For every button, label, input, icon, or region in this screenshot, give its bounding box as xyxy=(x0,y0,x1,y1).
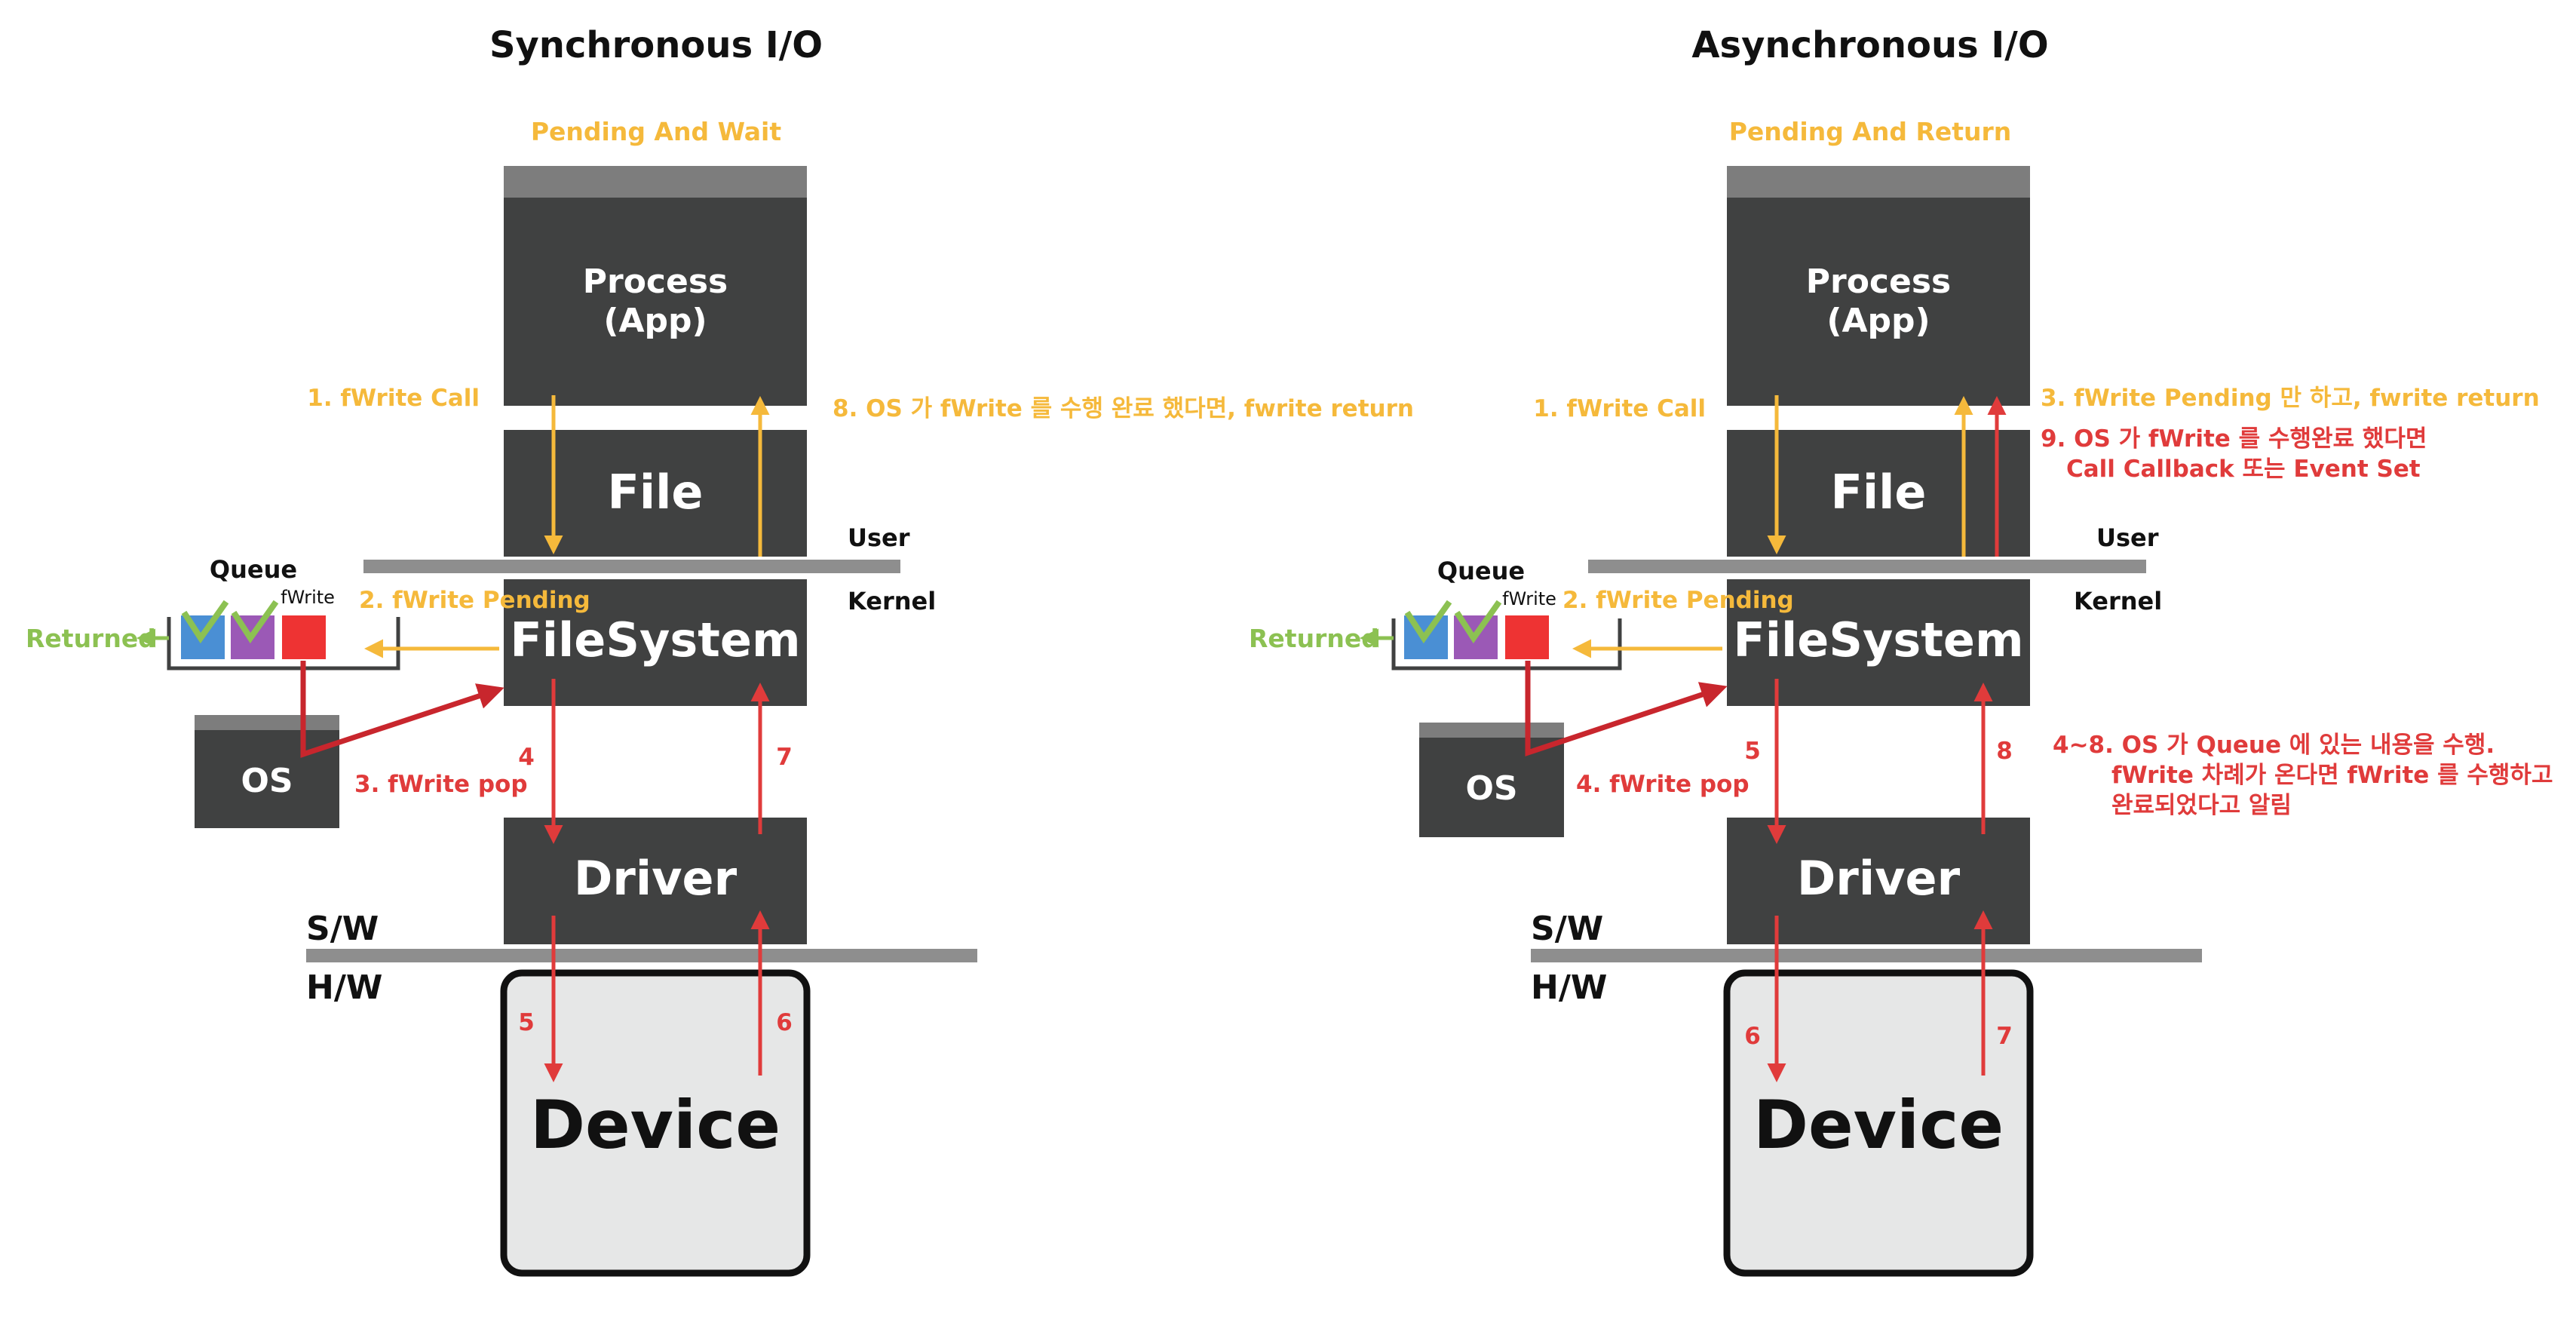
async-step9-line1: 9. OS 가 fWrite 를 수행완료 했다면 xyxy=(2041,425,2427,453)
async-mode-label: Pending And Return xyxy=(1729,117,2012,146)
sync-file-label: File xyxy=(608,465,704,520)
async-arrow-pop xyxy=(1525,661,1728,756)
sync-os-label: OS xyxy=(241,762,293,800)
async-step3-label: 3. fWrite Pending 만 하고, fwrite return xyxy=(2041,385,2540,412)
async-num-dev-down: 6 xyxy=(1744,1023,1761,1050)
sync-num-dev-up: 6 xyxy=(776,1009,793,1036)
async-user-label: User xyxy=(2096,523,2159,552)
async-process-sublabel: (App) xyxy=(1826,302,1930,340)
async-device-label: Device xyxy=(1753,1086,2004,1164)
sync-queue: Queue fWrite xyxy=(167,555,400,671)
async-fwrite-queue-label: fWrite xyxy=(1502,588,1556,609)
async-kernel-label: Kernel xyxy=(2074,587,2162,615)
async-sw-label: S/W xyxy=(1531,910,1603,948)
async-step48-line3: 완료되었다고 알림 xyxy=(2111,792,2292,819)
async-os-label: OS xyxy=(1465,769,1517,808)
async-step2-label: 2. fWrite Pending xyxy=(1562,587,1794,614)
async-user-kernel-bar xyxy=(1588,560,2146,573)
async-os-box: OS xyxy=(1419,723,1564,837)
async-queue-item-red xyxy=(1505,615,1549,659)
async-sw-hw-bar xyxy=(1531,949,2202,962)
async-device-box: Device xyxy=(1723,969,2034,1277)
sync-os-box: OS xyxy=(195,715,339,828)
async-title: Asynchronous I/O xyxy=(1691,24,2048,66)
async-driver-label: Driver xyxy=(1797,851,1961,906)
async-process-label: Process xyxy=(1806,262,1951,301)
check-icon xyxy=(181,600,229,644)
async-num-fs-down: 5 xyxy=(1744,738,1761,765)
async-step48-line2: fWrite 차례가 온다면 fWrite 를 수행하고 xyxy=(2111,762,2553,789)
async-num-fs-up: 8 xyxy=(1996,738,2013,765)
sync-num-fs-down: 4 xyxy=(518,744,535,771)
async-filesystem-label: FileSystem xyxy=(1733,612,2023,667)
sync-panel: Synchronous I/O Pending And Wait Process… xyxy=(26,24,1414,1277)
async-step9-line2: Call Callback 또는 Event Set xyxy=(2066,456,2421,483)
sync-process-box: Process (App) xyxy=(504,166,807,406)
sync-arrow-pop xyxy=(300,661,504,758)
sync-kernel-label: Kernel xyxy=(848,587,936,615)
sync-hw-label: H/W xyxy=(306,968,382,1007)
sync-step2-label: 2. fWrite Pending xyxy=(359,587,590,614)
sync-device-box: Device xyxy=(500,969,811,1277)
sync-user-label: User xyxy=(848,523,910,552)
sync-step1-label: 1. fWrite Call xyxy=(307,385,480,412)
async-process-box: Process (App) xyxy=(1727,166,2030,406)
async-hw-label: H/W xyxy=(1531,968,1607,1007)
check-icon xyxy=(1404,600,1452,644)
sync-step3-label: 3. fWrite pop xyxy=(354,771,528,798)
sync-user-kernel-bar xyxy=(363,560,900,573)
check-icon xyxy=(1454,600,1502,644)
sync-fwrite-queue-label: fWrite xyxy=(281,587,335,608)
async-step48-line1: 4~8. OS 가 Queue 에 있는 내용을 수행. xyxy=(2053,732,2495,759)
sync-mode-label: Pending And Wait xyxy=(531,117,782,146)
sync-queue-label: Queue xyxy=(210,555,297,584)
async-queue-label: Queue xyxy=(1437,557,1525,585)
sync-sw-label: S/W xyxy=(306,910,379,948)
sync-num-dev-down: 5 xyxy=(518,1009,535,1036)
sync-filesystem-label: FileSystem xyxy=(510,612,800,667)
sync-process-sublabel: (App) xyxy=(603,302,707,340)
async-queue: Queue fWrite xyxy=(1391,557,1622,671)
sync-step8-label: 8. OS 가 fWrite 를 수행 완료 했다면, fwrite retur… xyxy=(833,395,1414,422)
async-num-dev-up: 7 xyxy=(1996,1023,2013,1050)
async-returned-label: Returned xyxy=(1249,624,1379,653)
async-file-label: File xyxy=(1831,465,1927,520)
sync-num-fs-up: 7 xyxy=(776,744,793,771)
async-file-box: File xyxy=(1727,430,2030,557)
async-step1-label: 1. fWrite Call xyxy=(1533,395,1706,422)
sync-queue-item-red xyxy=(282,615,326,659)
check-icon xyxy=(231,600,279,644)
sync-sw-hw-bar xyxy=(306,949,977,962)
async-panel: Asynchronous I/O Pending And Return Proc… xyxy=(1249,24,2553,1277)
sync-driver-label: Driver xyxy=(574,851,738,906)
sync-device-label: Device xyxy=(530,1086,780,1164)
async-step4-label: 4. fWrite pop xyxy=(1576,771,1750,798)
sync-title: Synchronous I/O xyxy=(489,24,823,66)
sync-returned-label: Returned xyxy=(26,624,156,653)
sync-process-label: Process xyxy=(583,262,728,301)
